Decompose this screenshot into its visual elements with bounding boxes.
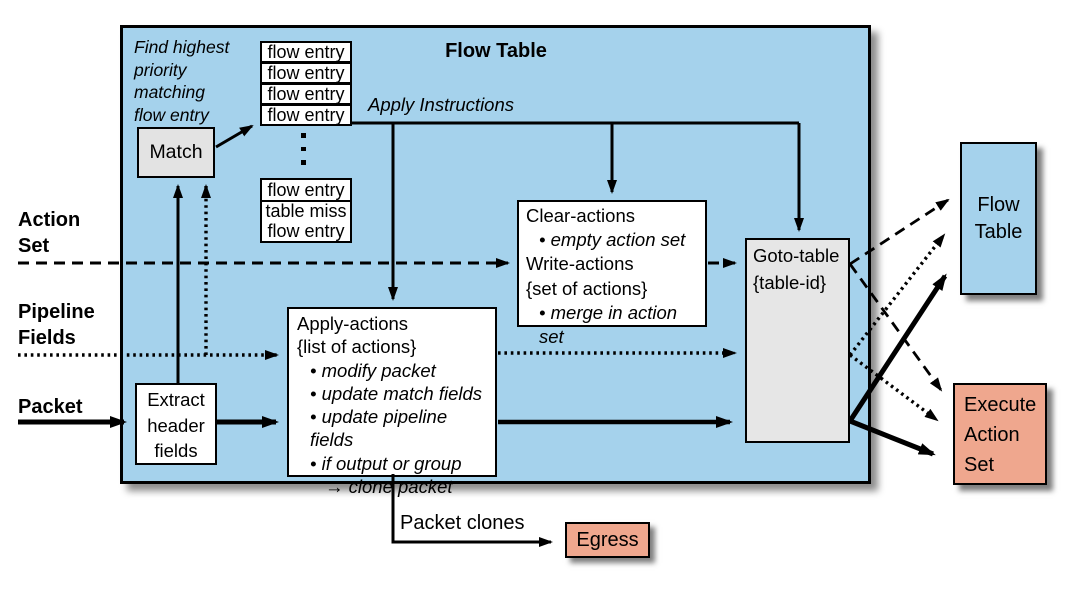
goto-table-line: {table-id} (753, 271, 827, 293)
execute-action-set-box: Execute Action Set (953, 383, 1047, 485)
match-box: Match (137, 127, 215, 178)
action-set-label: Action Set (18, 207, 80, 259)
annotation-line: matching (134, 82, 206, 102)
write-actions-line: {set of actions} (526, 277, 648, 299)
write-actions-bullet: • merge in action set (539, 301, 678, 348)
annotation-line: flow entry (134, 104, 209, 125)
action-set-line: Set (18, 235, 50, 257)
apply-actions-line: {list of actions} (297, 336, 417, 358)
extract-header-fields-box: Extract header fields (135, 383, 217, 465)
apply-actions-subline: → clone packet (325, 476, 453, 498)
apply-actions-bullet: • if output or group (310, 452, 462, 474)
next-flow-table-box: Flow Table (960, 142, 1037, 295)
table-miss-line: flow entry (267, 220, 345, 241)
execute-line: Action (964, 424, 1020, 446)
apply-instructions-label: Apply Instructions (368, 94, 515, 115)
clear-actions-line: Clear-actions (526, 205, 635, 226)
apply-actions-box: Apply-actions {list of actions} • modify… (287, 307, 497, 497)
packet-clones-label: Packet clones (400, 512, 525, 534)
flow-entry-row: flow entry (260, 83, 352, 105)
pipeline-fields-label: Pipeline Fields (18, 299, 95, 351)
annotation-line: priority (134, 59, 187, 80)
match-annotation: Find highest priority matching flow entr… (134, 36, 229, 126)
annotation-line: Find highest (134, 37, 230, 57)
next-flow-table-line: Flow (977, 193, 1020, 216)
extract-line: fields (154, 440, 198, 461)
table-miss-line: table miss (265, 201, 347, 222)
vertical-ellipsis-icon (301, 133, 306, 165)
clear-actions-bullet: • empty action set (539, 229, 686, 251)
pipeline-fields-line: Fields (18, 327, 76, 349)
execute-line: Set (964, 454, 995, 476)
flow-entry-row: flow entry (260, 62, 352, 84)
clear-write-actions-box: Clear-actions • empty action set Write-a… (517, 200, 707, 347)
action-set-line: Action (18, 209, 81, 231)
goto-table-line: Goto-table (753, 245, 840, 266)
apply-actions-bullet: • update pipeline fields (310, 406, 448, 451)
apply-actions-line: Apply-actions (297, 313, 409, 334)
apply-actions-bullet: • modify packet (310, 359, 436, 381)
flow-entry-row: flow entry (262, 180, 350, 202)
execute-line: Execute (964, 394, 1037, 416)
egress-box: Egress (565, 522, 650, 558)
next-flow-table-line: Table (974, 220, 1023, 243)
packet-label: Packet (18, 396, 83, 418)
write-actions-line: Write-actions (526, 253, 634, 275)
extract-line: header (147, 414, 205, 436)
flow-table-title: Flow Table (445, 40, 547, 62)
flow-entry-row: flow entry (260, 41, 352, 63)
goto-table-box: Goto-table {table-id} (745, 238, 850, 443)
apply-actions-bullet: • update match fields (310, 382, 483, 404)
extract-line: Extract (147, 389, 205, 410)
flow-entry-row: flow entry (260, 104, 352, 126)
table-miss-box: flow entry table miss flow entry (260, 178, 352, 243)
pipeline-fields-line: Pipeline (18, 301, 95, 323)
